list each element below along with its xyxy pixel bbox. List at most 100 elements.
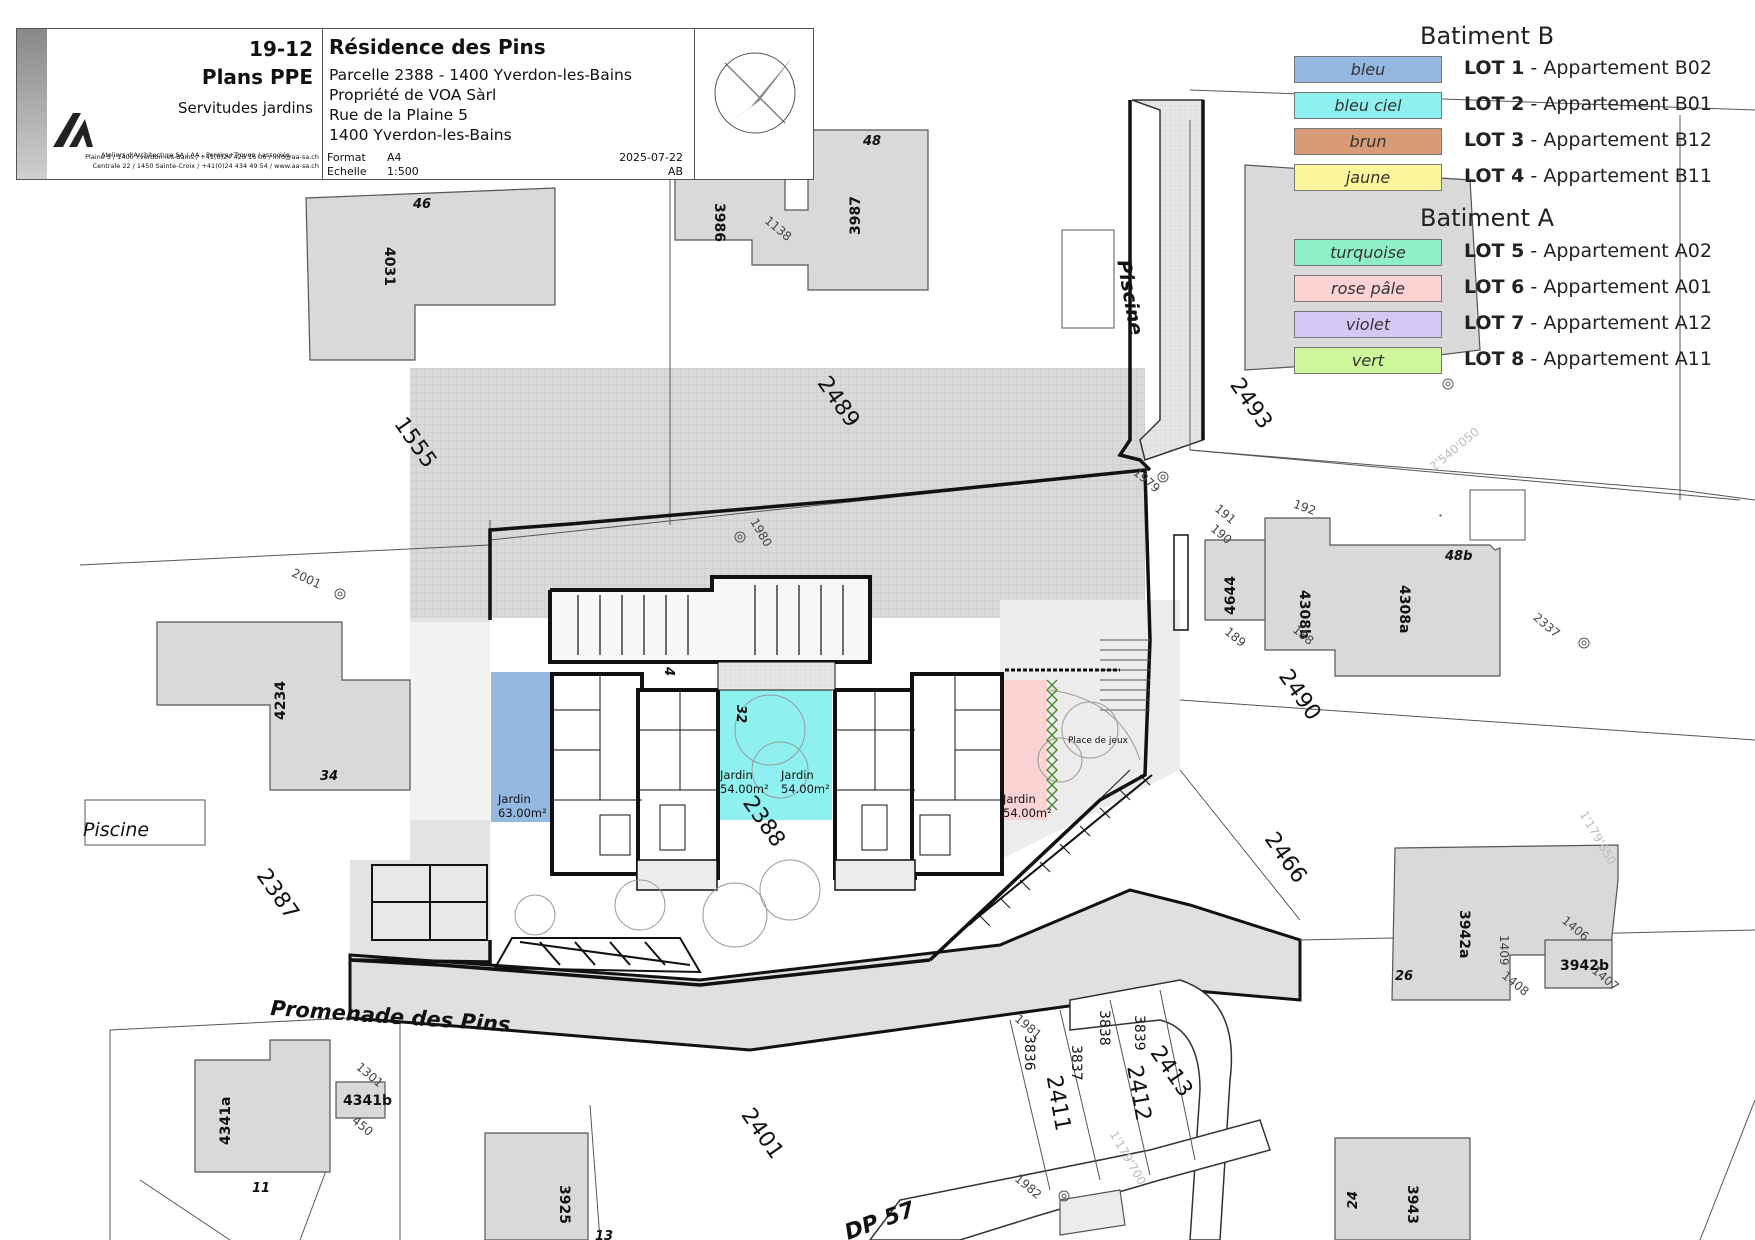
lot-apartment: - Appartement B02 — [1524, 57, 1712, 79]
lot-number: LOT 7 — [1464, 312, 1525, 334]
lot-apartment: - Appartement A02 — [1524, 240, 1712, 262]
garden-label: Jardin — [780, 768, 814, 782]
parcel-number: 2493 — [1224, 374, 1277, 434]
swatch-bleu: bleu — [1294, 56, 1442, 83]
format-label: Format — [327, 151, 366, 164]
lot-number: LOT 6 — [1464, 276, 1525, 298]
scale-label: Echelle — [327, 165, 367, 178]
owner-line: Propriété de VOA Sàrl — [329, 86, 497, 104]
piscine-top-label: Piscine — [1112, 258, 1147, 337]
building-number: 3942a — [1456, 910, 1472, 958]
lot-number: LOT 4 — [1464, 165, 1525, 187]
garden-lot-2-bleu-ciel — [717, 690, 832, 820]
swatch-turquoise: turquoise — [1294, 239, 1442, 266]
building-number: 3943 — [1404, 1185, 1420, 1224]
lot-text: LOT 6 - Appartement A01 — [1464, 276, 1712, 298]
plan-subtitle: Servitudes jardins — [178, 99, 313, 117]
garden-label: Jardin — [1002, 792, 1036, 806]
scale-value: 1:500 — [387, 165, 419, 178]
project-info: Parcelle 2388 - 1400 Yverdon-les-Bains P… — [329, 65, 632, 145]
house-number: 34 — [320, 769, 338, 784]
street-line: Rue de la Plaine 5 — [329, 106, 469, 124]
play-area-label: Place de jeux — [1068, 736, 1129, 746]
firm-name: Ateliers d'Architecture SA / AA - Pereir… — [101, 151, 290, 159]
lot-number: LOT 2 — [1464, 93, 1525, 115]
title-block: 19-12 Plans PPE Servitudes jardins Ateli… — [16, 28, 814, 180]
building-number: 3987 — [848, 196, 864, 235]
lot-number: LOT 8 — [1464, 348, 1525, 370]
house-number: 4 — [661, 666, 676, 676]
swatch-vert: vert — [1294, 347, 1442, 374]
firm-address: Plaine 5 / 1400 Yverdon-les-Bains / +41(… — [85, 153, 319, 170]
swatch-brun: brun — [1294, 128, 1442, 155]
house-number: 11 — [252, 1181, 270, 1196]
building-number: 4341b — [343, 1093, 392, 1109]
spot-number: 2001 — [290, 566, 324, 592]
building-number: 3942b — [1560, 958, 1609, 974]
legend-row-lot-5: turquoise LOT 5 - Appartement A02 — [1294, 239, 1754, 267]
parcel-number: 2411 — [1041, 1074, 1075, 1133]
outline-structures — [84, 229, 1526, 846]
format-value: A4 — [387, 151, 402, 164]
legend-row-lot-3: brun LOT 3 - Appartement B12 — [1294, 128, 1754, 156]
building-number: 4644 — [1223, 576, 1239, 615]
plan-meta: Format A4 Echelle 1:500 — [327, 151, 419, 179]
city-line: 1400 Yverdon-les-Bains — [329, 126, 512, 144]
garden-lot-6-rose-pale — [1000, 680, 1047, 820]
legend-row-lot-8: vert LOT 8 - Appartement A11 — [1294, 347, 1754, 375]
house-number: 48 — [862, 134, 881, 149]
lot-text: LOT 8 - Appartement A11 — [1464, 348, 1712, 370]
lot-number: LOT 1 — [1464, 57, 1525, 79]
swatch-jaune: jaune — [1294, 164, 1442, 191]
spot-number: 2337 — [1530, 610, 1562, 640]
building-number: 3836 — [1021, 1035, 1037, 1071]
lot-apartment: - Appartement A11 — [1524, 348, 1712, 370]
building-number: 4341a — [218, 1097, 234, 1145]
parcel-line: Parcelle 2388 - 1400 Yverdon-les-Bains — [329, 66, 632, 84]
building-number: 3925 — [556, 1185, 572, 1224]
survey-markers — [334, 378, 1590, 1202]
title-block-divider — [322, 29, 323, 179]
building-number: 3839 — [1131, 1015, 1147, 1051]
title-block-strip — [17, 29, 47, 179]
garden-lot-1-bleu — [491, 672, 551, 822]
residence-building — [548, 575, 1004, 891]
parcel-number: 2387 — [251, 864, 304, 924]
house-number: 26 — [1395, 969, 1413, 984]
legend-row-lot-6: rose pâle LOT 6 - Appartement A01 — [1294, 275, 1754, 303]
lot-number: LOT 3 — [1464, 129, 1525, 151]
garden-label: Jardin — [719, 768, 753, 782]
lot-apartment: - Appartement A01 — [1524, 276, 1712, 298]
legend-row-lot-1: bleu LOT 1 - Appartement B02 — [1294, 56, 1754, 84]
spot-number: 2'540'050 — [1427, 425, 1482, 474]
lot-text: LOT 1 - Appartement B02 — [1464, 57, 1712, 79]
plan-date-block: 2025-07-22 AB — [619, 151, 683, 179]
parcel-number: 2401 — [736, 1104, 789, 1164]
building-number: 4308b — [1296, 590, 1312, 639]
garden-label: Jardin — [497, 792, 531, 806]
house-number: 46 — [412, 197, 431, 212]
project-name: Résidence des Pins — [329, 35, 546, 59]
house-number: 48b — [1444, 549, 1472, 564]
swatch-violet: violet — [1294, 311, 1442, 338]
building-number: 3837 — [1068, 1045, 1084, 1081]
building-number: 4031 — [381, 247, 397, 286]
legend-batiment-a-title: Batiment A — [1420, 204, 1555, 232]
lot-apartment: - Appartement B11 — [1524, 165, 1712, 187]
swatch-bleu-ciel: bleu ciel — [1294, 92, 1442, 119]
lot-apartment: - Appartement A12 — [1524, 312, 1712, 334]
legend-row-lot-7: violet LOT 7 - Appartement A12 — [1294, 311, 1754, 339]
garden-area: 63.00m² — [498, 806, 547, 820]
legend-row-lot-2: bleu ciel LOT 2 - Appartement B01 — [1294, 92, 1754, 120]
garden-area: 54.00m² — [720, 782, 769, 796]
house-number: 13 — [595, 1229, 613, 1240]
house-number: 24 — [1346, 1191, 1361, 1209]
garden-lots — [491, 672, 1047, 822]
lot-text: LOT 3 - Appartement B12 — [1464, 129, 1712, 151]
garden-area: 54.00m² — [1003, 806, 1052, 820]
house-number: 32 — [733, 705, 748, 723]
parcel-number: 2490 — [1273, 665, 1326, 725]
plan-date: 2025-07-22 — [619, 151, 683, 164]
firm-logo-icon — [53, 113, 93, 147]
plan-author: AB — [667, 165, 683, 178]
